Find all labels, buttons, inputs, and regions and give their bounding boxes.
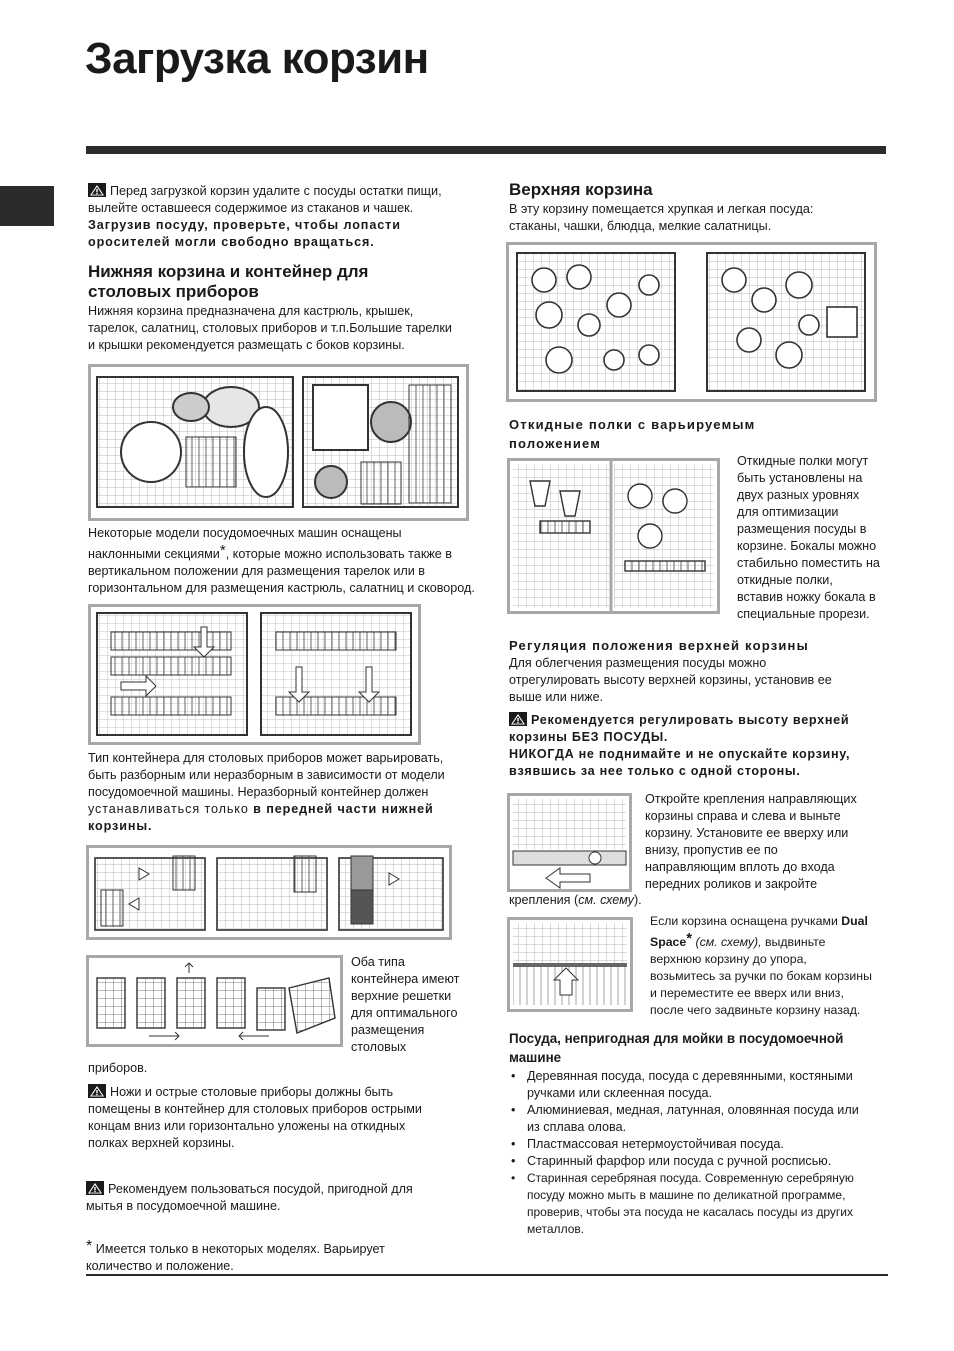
section-tab (0, 186, 54, 226)
folding-shelves-illustration (507, 458, 720, 614)
unsuitable-dishes-list: Деревянная посуда, посуда с деревянными,… (509, 1068, 894, 1238)
cutlery-container-positions-illustration (86, 845, 452, 940)
list-item: Алюминиевая, медная, латунная, оловянная… (509, 1102, 894, 1136)
upper-basket-heading: Верхняя корзина (509, 180, 653, 199)
list-item: Старинный фарфор или посуда с ручной рос… (509, 1153, 894, 1170)
adjustment-warning: Рекомендуется регулировать высоту верхне… (509, 712, 851, 778)
upper-basket-text: В эту корзину помещается хрупкая и легка… (509, 202, 814, 233)
page-title: Загрузка корзин (85, 34, 429, 83)
tilting-sections-text: Некоторые модели посудомоечных машин осн… (88, 526, 475, 595)
cutlery-basket-text: Тип контейнера для столовых приборов мож… (88, 751, 445, 833)
basket-rails-text-end: крепления (см. схему). (509, 893, 642, 907)
basket-rails-illustration (507, 793, 632, 892)
upper-basket-illustration (506, 242, 877, 402)
footer-rule (86, 1274, 888, 1276)
warning-triangle-icon (88, 1084, 106, 1098)
intro-warning-bold: Загрузив посуду, проверьте, чтобы лопаст… (88, 218, 401, 249)
warning-triangle-icon (509, 712, 527, 726)
list-item: Старинная серебряная посуда. Современную… (509, 1170, 894, 1238)
lower-basket-illustration (88, 364, 469, 521)
suitable-dishes-warning: Рекомендуем пользоваться посудой, пригод… (86, 1181, 413, 1213)
dual-space-text: Если корзина оснащена ручками Dual Space… (650, 914, 872, 1017)
warning-triangle-icon (86, 1181, 104, 1195)
lower-basket-text: Нижняя корзина предназначена для кастрюл… (88, 304, 452, 352)
dual-space-illustration (507, 917, 633, 1012)
footnote: * Имеется только в некоторых моделях. Ва… (86, 1238, 385, 1273)
knives-warning: Ножи и острые столовые приборы должны бы… (88, 1084, 422, 1150)
intro-warning-text: Перед загрузкой корзин удалите с посуды … (88, 184, 442, 215)
unsuitable-dishes-heading: Посуда, непригодная для мойки в посудомо… (509, 1031, 844, 1065)
list-item: Деревянная посуда, посуда с деревянными,… (509, 1068, 894, 1102)
list-item: Пластмассовая нетермоустойчивая посуда. (509, 1136, 894, 1153)
header-rule (86, 146, 886, 154)
both-containers-text-end: приборов. (88, 1061, 148, 1075)
tilting-sections-illustration (88, 604, 421, 745)
basket-adjustment-heading: Регуляция положения верхней корзины (509, 638, 809, 653)
cutlery-container-grid-illustration (86, 955, 343, 1047)
warning-triangle-icon (88, 183, 106, 197)
intro-warning: Перед загрузкой корзин удалите с посуды … (88, 183, 468, 251)
